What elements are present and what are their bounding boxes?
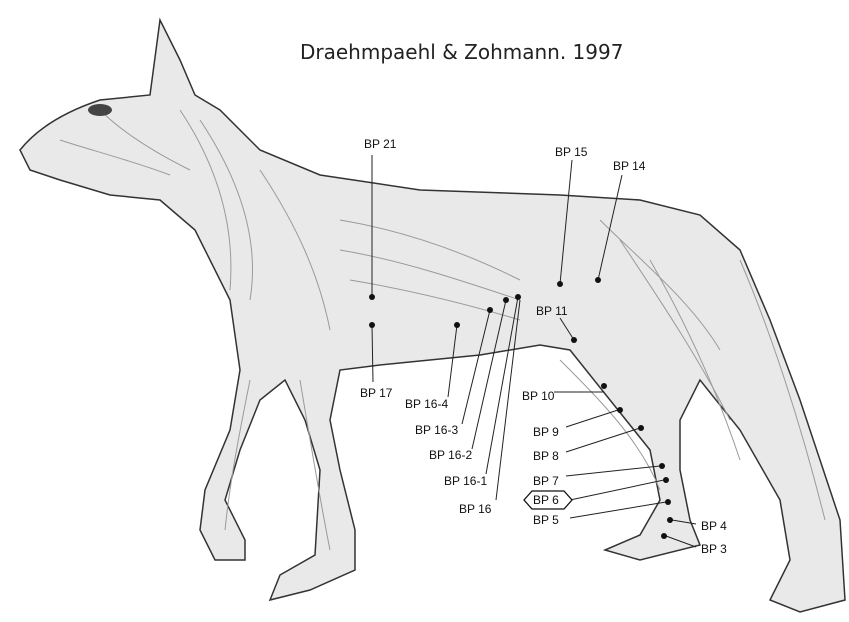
figure-title: Draehmpaehl & Zohmann. 1997 — [300, 40, 623, 64]
label-bp17: BP 17 — [360, 386, 393, 400]
acupoint-dot — [595, 277, 601, 283]
label-bp16-1: BP 16-1 — [444, 474, 487, 488]
acupoint-dot — [638, 425, 644, 431]
leader-line — [566, 466, 660, 476]
acupoint-dot — [571, 337, 577, 343]
label-bp14: BP 14 — [613, 159, 646, 173]
label-bp21: BP 21 — [364, 137, 397, 151]
acupoint-dot — [557, 281, 563, 287]
label-bp4: BP 4 — [701, 519, 727, 533]
acupoint-dot — [665, 499, 671, 505]
acupoint-dot — [667, 517, 673, 523]
acupoint-dot — [487, 307, 493, 313]
label-bp7: BP 7 — [533, 474, 559, 488]
leader-line — [566, 428, 640, 452]
label-bp16-2: BP 16-2 — [429, 448, 472, 462]
label-bp10: BP 10 — [522, 389, 555, 403]
acupoint-dot — [663, 477, 669, 483]
label-bp9: BP 9 — [533, 425, 559, 439]
acupoint-dot — [369, 294, 375, 300]
acupoint-dot — [515, 294, 521, 300]
eye-shape — [88, 104, 112, 116]
acupoint-dot — [617, 407, 623, 413]
acupoint-dot — [659, 463, 665, 469]
label-bp11: BP 11 — [536, 304, 568, 318]
acupoint-dot — [601, 383, 607, 389]
label-bp5: BP 5 — [533, 513, 559, 527]
label-bp8: BP 8 — [533, 449, 559, 463]
label-bp3: BP 3 — [701, 542, 727, 556]
acupoint-dot — [454, 322, 460, 328]
label-bp6: BP 6 — [533, 493, 559, 507]
leader-line — [570, 480, 664, 500]
label-bp16-4: BP 16-4 — [405, 397, 448, 411]
acupoint-dot — [369, 322, 375, 328]
leader-line — [566, 410, 618, 427]
label-bp16-3: BP 16-3 — [415, 423, 458, 437]
label-bp15: BP 15 — [555, 145, 588, 159]
acupoint-dot — [503, 297, 509, 303]
label-bp16: BP 16 — [459, 502, 492, 516]
acupoint-dot — [661, 533, 667, 539]
